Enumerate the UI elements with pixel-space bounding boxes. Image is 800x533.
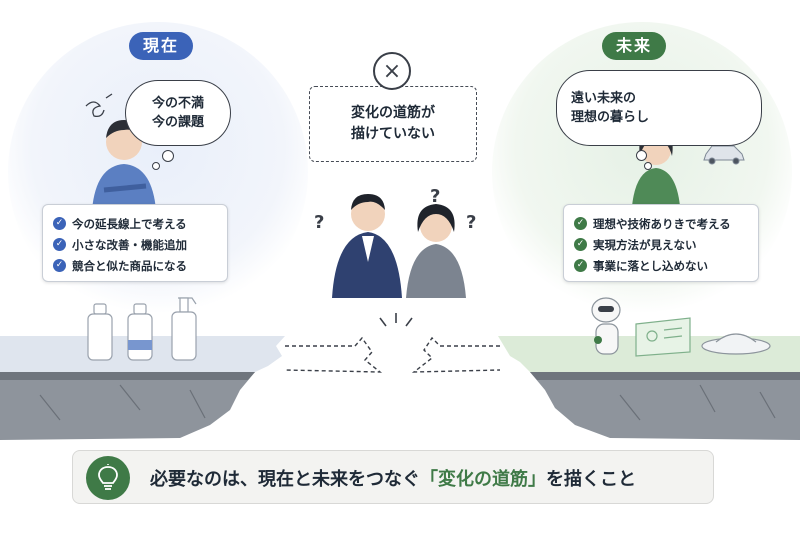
future-checklist-item: ✓ 実現方法が見えない xyxy=(574,234,748,255)
future-checklist-item: ✓ 事業に落とし込めない xyxy=(574,255,748,276)
impact-lines xyxy=(379,313,413,327)
present-checklist-item: ✓ 競合と似た商品になる xyxy=(53,255,217,276)
check-icon: ✓ xyxy=(574,217,587,230)
future-hologram-panel xyxy=(635,317,691,357)
thought-bubble-dot xyxy=(636,150,647,161)
present-bottles xyxy=(87,297,197,361)
check-icon: ✓ xyxy=(574,238,587,251)
confused-scribble-icon xyxy=(85,93,113,118)
message-bar xyxy=(72,450,714,504)
message-before: 必要なのは、現在と未来をつなぐ xyxy=(150,469,420,490)
future-checklist-card: ✓ 理想や技術ありきで考える ✓ 実現方法が見えない ✓ 事業に落とし込めない xyxy=(563,204,759,282)
question-mark: ? xyxy=(314,212,325,233)
x-mark: × xyxy=(382,58,402,84)
message-after: を描くこと xyxy=(546,469,636,490)
future-checklist-item: ✓ 理想や技術ありきで考える xyxy=(574,213,748,234)
check-icon: ✓ xyxy=(53,238,66,251)
future-car xyxy=(703,145,745,165)
future-checklist-text: 実現方法が見えない xyxy=(593,237,697,252)
future-label: 未来 xyxy=(602,32,667,60)
present-checklist-card: ✓ 今の延長線上で考える ✓ 小さな改善・機能追加 ✓ 競合と似た商品になる xyxy=(42,204,228,282)
present-label: 現在 xyxy=(129,32,194,60)
message-text: 必要なのは、現在と未来をつなぐ「変化の道筋」を描くこと xyxy=(150,465,636,491)
lightbulb-icon xyxy=(86,456,130,500)
center-woman xyxy=(406,204,466,298)
present-thought-line: 今の課題 xyxy=(151,115,204,130)
broken-bridge xyxy=(284,336,501,373)
present-thought-bubble: 今の不満 今の課題 xyxy=(125,80,231,146)
question-mark: ? xyxy=(466,212,477,233)
present-person xyxy=(92,120,156,210)
check-icon: ✓ xyxy=(574,259,587,272)
thought-bubble-dot xyxy=(152,162,160,170)
center-bubble-line: 変化の道筋が xyxy=(351,105,435,121)
present-checklist-item: ✓ 小さな改善・機能追加 xyxy=(53,234,217,255)
present-checklist-item: ✓ 今の延長線上で考える xyxy=(53,213,217,234)
future-thought-line: 遠い未来の xyxy=(571,91,637,106)
present-checklist-text: 今の延長線上で考える xyxy=(72,216,187,231)
future-thought-line: 理想の暮らし xyxy=(571,110,650,125)
present-checklist-text: 競合と似た商品になる xyxy=(72,258,187,273)
lightbulb-svg xyxy=(98,464,118,490)
present-checklist-text: 小さな改善・機能追加 xyxy=(72,237,187,252)
thought-bubble-dot xyxy=(644,162,652,170)
x-icon: × xyxy=(373,52,411,90)
check-icon: ✓ xyxy=(53,217,66,230)
message-highlight: 「変化の道筋」 xyxy=(420,469,546,490)
future-hover-vehicle xyxy=(701,333,771,355)
center-bubble-line: 描けていない xyxy=(351,126,435,142)
center-man xyxy=(332,194,402,298)
thought-bubble-dot xyxy=(162,150,174,162)
present-thought-line: 今の不満 xyxy=(151,96,204,111)
future-checklist-text: 理想や技術ありきで考える xyxy=(593,216,731,231)
future-thought-bubble: 遠い未来の 理想の暮らし xyxy=(556,70,762,146)
future-checklist-text: 事業に落とし込めない xyxy=(593,258,708,273)
future-robot xyxy=(591,297,621,355)
check-icon: ✓ xyxy=(53,259,66,272)
center-speech-bubble: 変化の道筋が 描けていない xyxy=(309,86,477,162)
question-mark: ? xyxy=(430,186,441,207)
